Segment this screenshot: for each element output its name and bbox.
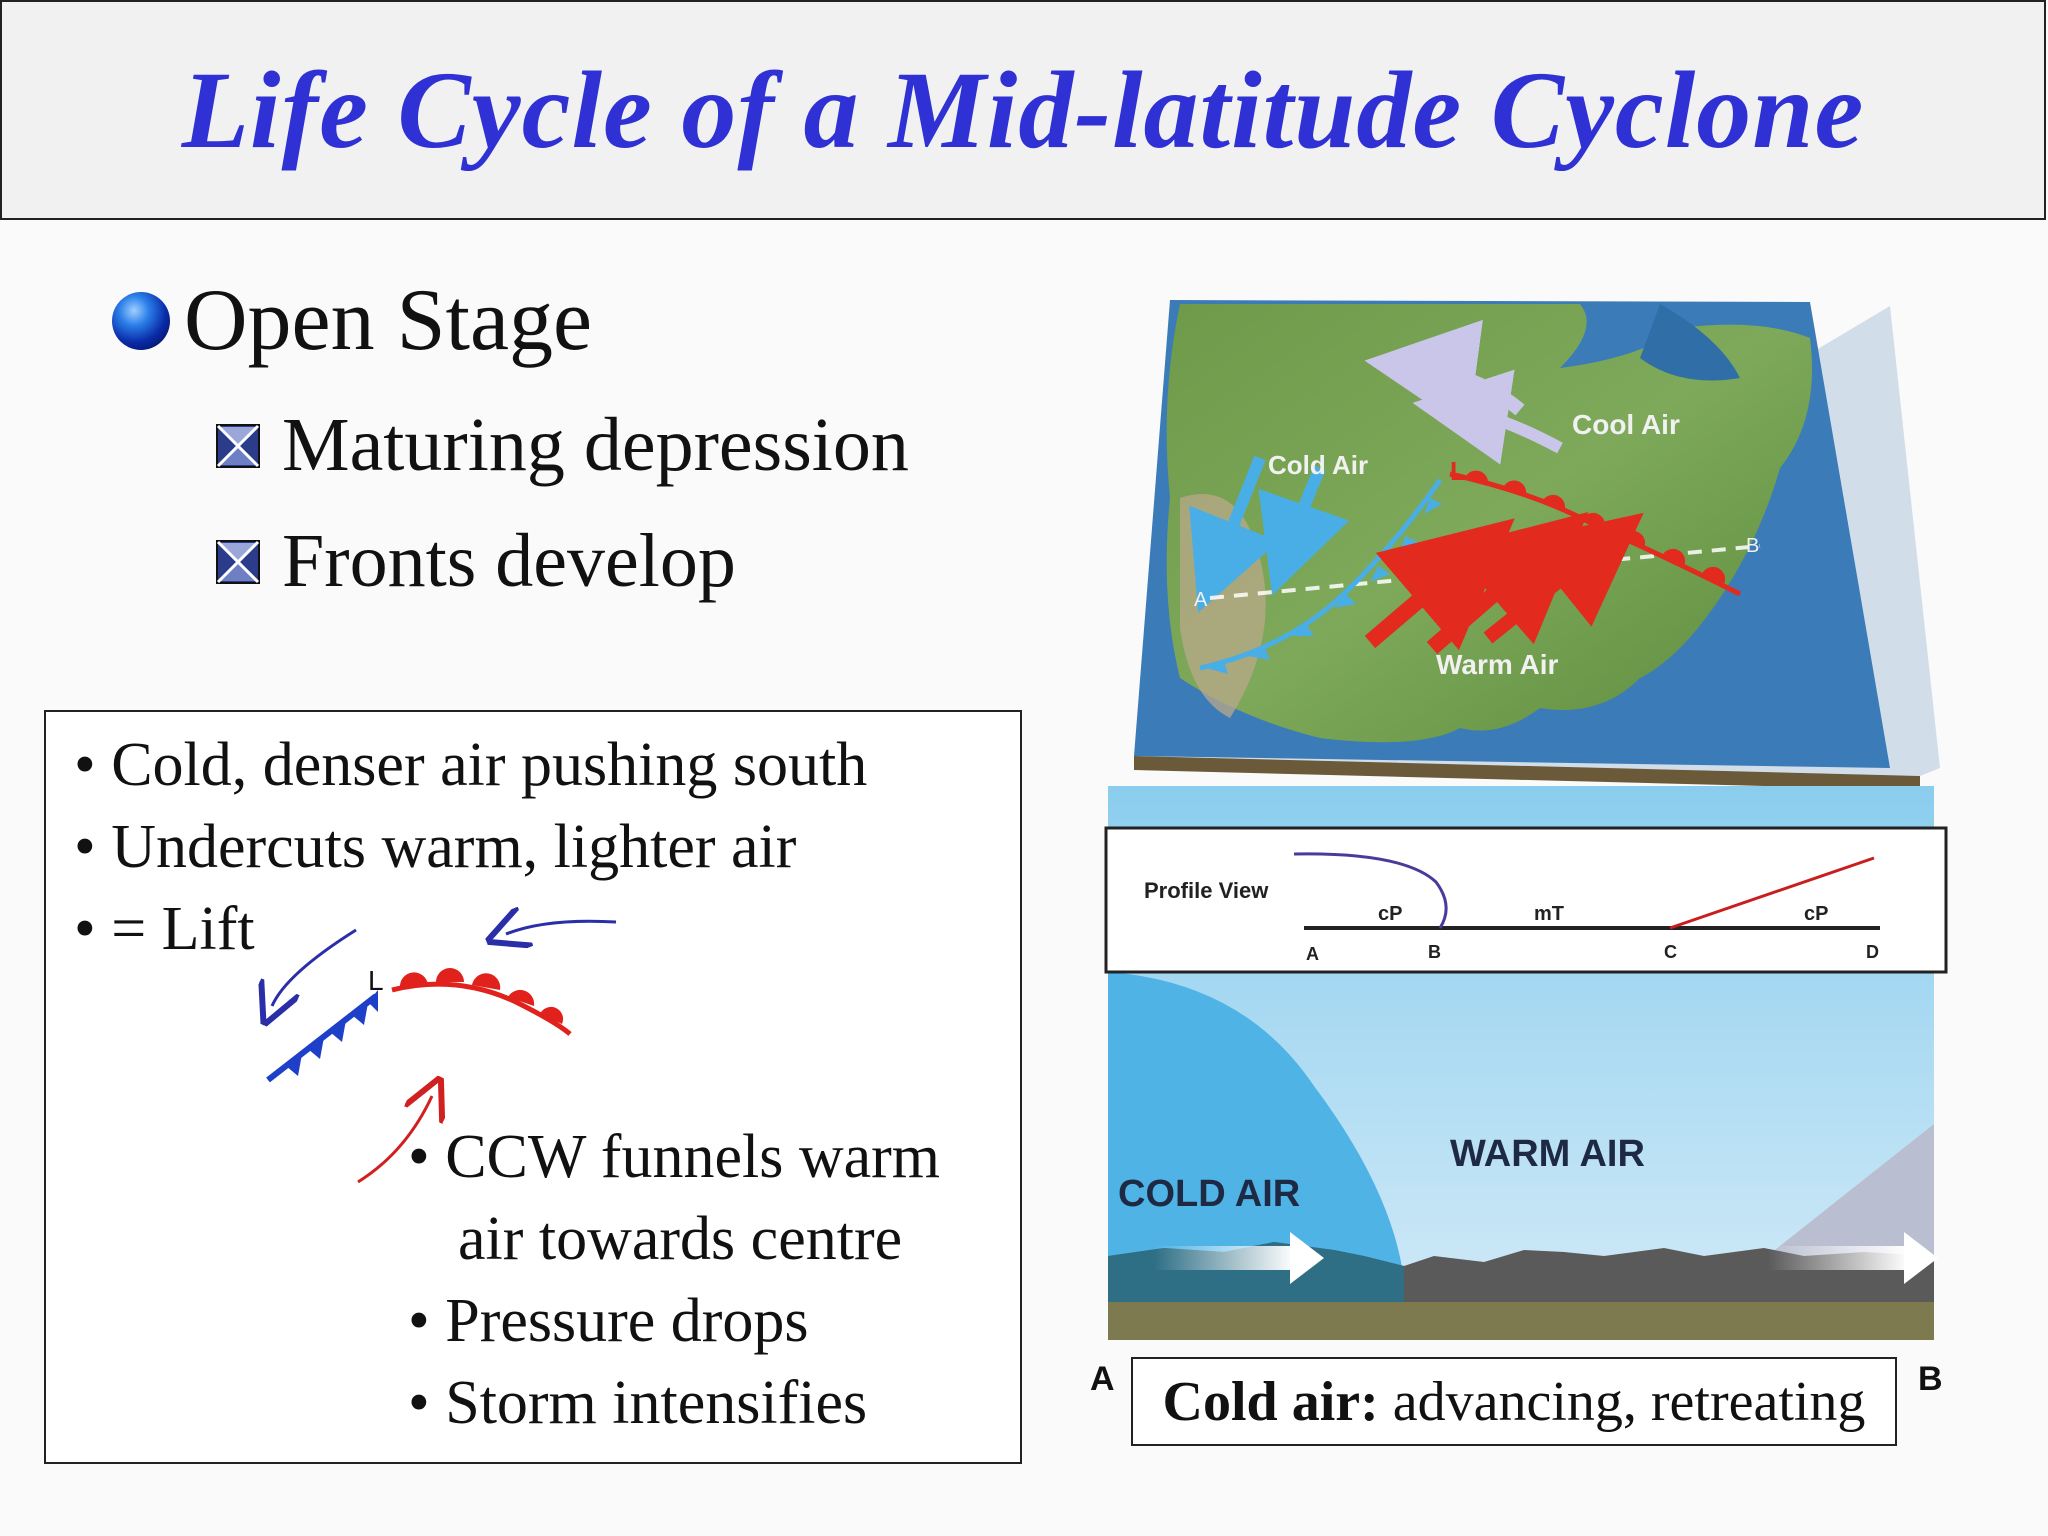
cold-air-mass — [1108, 972, 1406, 1306]
stage-point-text: Fronts develop — [282, 519, 736, 603]
profile-point: A — [1306, 944, 1319, 964]
sketch-low-label: L — [368, 965, 384, 996]
endpoint-b: B — [1918, 1360, 1943, 1398]
map-cool-air-label: Cool Air — [1572, 409, 1680, 440]
profile-point: D — [1866, 942, 1879, 962]
profile-point: B — [1428, 942, 1441, 962]
warm-air-arrow — [357, 1096, 432, 1184]
title-bar: Life Cycle of a Mid-latitude Cyclone — [0, 0, 2046, 220]
endpoint-a: A — [1090, 1360, 1115, 1398]
cold-air-arrow — [272, 928, 357, 1006]
warm-front-profile — [1669, 856, 1875, 930]
note-line: air towards centre — [458, 1205, 903, 1273]
note-line: • Pressure drops — [408, 1287, 809, 1355]
caption-box: Cold air: advancing, retreating — [1131, 1357, 1897, 1446]
stage-point-2: Fronts develop — [216, 518, 736, 605]
cold-air-arrow — [1258, 465, 1350, 596]
profile-cold-air-label: COLD AIR — [1118, 1173, 1300, 1215]
caption-bold: Cold air: — [1162, 1370, 1379, 1433]
profile-diagram: Profile View cP mT cP A B C D COLD AIR W… — [1104, 786, 1948, 1340]
ground — [1108, 1302, 1934, 1340]
cold-front-symbol — [266, 990, 378, 1083]
air-mass-label: cP — [1804, 903, 1828, 925]
stage-point-1: Maturing depression — [216, 402, 909, 489]
crossed-square-bullet-icon — [216, 539, 260, 584]
map-base — [1134, 756, 1920, 788]
note-line: • = Lift — [74, 895, 255, 963]
warm-air-arrow — [1483, 512, 1644, 644]
map-cold-air-label: Cold Air — [1268, 450, 1368, 480]
bay — [1640, 304, 1740, 381]
stage-heading: Open Stage — [112, 270, 592, 371]
air-mass-label: cP — [1378, 903, 1402, 925]
map-point-b: B — [1746, 535, 1759, 557]
frontal-sketch: L — [46, 712, 617, 1184]
note-line: • CCW funnels warm — [408, 1123, 940, 1191]
stage-point-text: Maturing depression — [282, 403, 909, 487]
note-line: • Cold, denser air pushing south — [74, 731, 868, 799]
profile-point: C — [1664, 942, 1677, 962]
map-low-label: L — [1450, 456, 1466, 486]
stage-heading-text: Open Stage — [184, 272, 593, 369]
caption-text: advancing, retreating — [1392, 1370, 1866, 1433]
cold-front-profile — [1293, 852, 1448, 929]
sphere-bullet-icon — [112, 291, 170, 350]
profile-inset — [1104, 826, 1948, 974]
warm-front-symbol — [391, 968, 572, 1036]
cold-air-arrow — [1189, 455, 1279, 613]
cool-air-arrow — [1412, 369, 1563, 465]
note-line: • Storm intensifies — [408, 1369, 868, 1437]
retreating-arrow — [1768, 1232, 1938, 1284]
crossed-square-bullet-icon — [216, 423, 260, 468]
slide-title: Life Cycle of a Mid-latitude Cyclone — [181, 48, 1865, 171]
advancing-arrow — [1154, 1232, 1324, 1284]
notes-box: • Cold, denser air pushing south • Under… — [44, 710, 1022, 1464]
circulation-arrow — [506, 921, 617, 934]
map-point-a: A — [1194, 589, 1208, 611]
map-diagram: L Cool Air Cold Air Warm Air A B — [1134, 300, 1940, 788]
inset-title: Profile View — [1144, 878, 1269, 903]
profile-warm-air-label: WARM AIR — [1450, 1133, 1645, 1175]
air-mass-label: mT — [1534, 903, 1564, 925]
map-warm-air-label: Warm Air — [1436, 649, 1558, 680]
note-line: • Undercuts warm, lighter air — [74, 813, 797, 881]
